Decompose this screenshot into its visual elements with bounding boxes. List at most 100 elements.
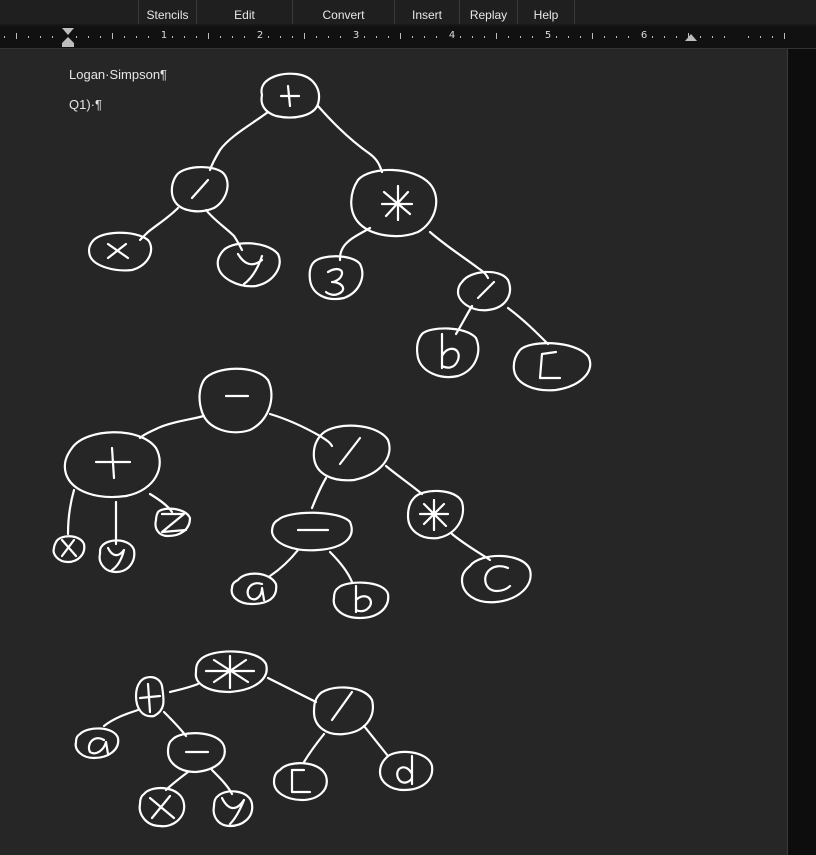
tree3-edge <box>164 770 190 792</box>
left-indent-marker[interactable] <box>62 43 74 47</box>
tree3-edge <box>102 708 140 728</box>
tree3-node-divide <box>312 686 374 736</box>
ruler-tick <box>616 36 617 38</box>
ruler-tick <box>724 36 725 38</box>
ruler-number-6: 6 <box>640 30 648 41</box>
divide-icon <box>338 436 362 466</box>
ruler-tick <box>232 36 233 38</box>
ruler-tick <box>52 36 53 38</box>
ruler-tick <box>580 36 581 38</box>
plus-icon <box>138 682 162 714</box>
menu-bar-border <box>0 24 816 26</box>
hanging-indent-marker[interactable] <box>62 37 74 43</box>
asterisk-icon <box>418 498 450 532</box>
author-line[interactable]: Logan·Simpson¶ <box>69 67 168 82</box>
tree1-edge <box>204 208 244 252</box>
first-line-indent-marker[interactable] <box>62 28 74 35</box>
menu-insert[interactable]: Insert <box>394 0 459 24</box>
ruler-tick <box>664 36 665 38</box>
variable-x-glyph <box>106 242 130 260</box>
variable-x-glyph <box>60 538 78 558</box>
ruler-tick <box>280 36 281 38</box>
ruler-tick <box>220 36 221 38</box>
ruler-number-3: 3 <box>352 30 360 41</box>
tree3-node-x <box>138 786 186 828</box>
tree3-node-multiply <box>194 650 268 694</box>
document-page[interactable]: Logan·Simpson¶ Q1)·¶ <box>0 49 787 855</box>
tree3-node-a <box>74 727 120 760</box>
tree3-node-minus <box>166 732 226 774</box>
variable-z-glyph <box>160 512 188 534</box>
variable-y-glyph <box>106 546 126 572</box>
ruler-tick <box>688 33 689 39</box>
ruler-tick <box>172 36 173 38</box>
ruler-number-4: 4 <box>448 30 456 41</box>
menu-help[interactable]: Help <box>517 0 575 24</box>
tree1-node-divide-2 <box>456 270 512 312</box>
ruler-tick <box>376 36 377 38</box>
variable-y-glyph <box>220 796 246 826</box>
ruler-tick <box>484 36 485 38</box>
variable-a-glyph <box>246 582 266 602</box>
variable-c-glyph <box>484 565 512 593</box>
tree2-edge <box>328 550 354 584</box>
tree2-edge <box>66 488 76 536</box>
tree2-edge <box>138 414 206 440</box>
plus-icon <box>279 84 301 108</box>
divide-icon <box>190 178 210 200</box>
ruler-ticks <box>4 33 785 39</box>
divide-icon <box>476 280 496 300</box>
ruler-tick <box>472 36 473 38</box>
ruler-number-2: 2 <box>256 30 264 41</box>
ruler-tick <box>136 36 137 38</box>
tree2-edge <box>148 492 174 514</box>
tree3-edge <box>168 682 200 694</box>
tree1-node-three <box>308 255 364 301</box>
tree2-node-a <box>230 572 278 606</box>
question-line[interactable]: Q1)·¶ <box>69 97 102 112</box>
tree1-edge <box>428 230 490 280</box>
ruler-tick <box>124 36 125 38</box>
ruler-tick <box>16 33 17 39</box>
ruler-tick <box>592 33 593 39</box>
menu-convert[interactable]: Convert <box>292 0 394 24</box>
handwritten-ink-canvas[interactable] <box>0 49 787 855</box>
tree2-node-divide <box>312 424 391 482</box>
divide-icon <box>330 690 354 722</box>
right-indent-marker[interactable] <box>685 34 697 41</box>
expression-tree-3 <box>74 650 434 828</box>
ruler-tick <box>712 36 713 38</box>
tree2-node-multiply <box>406 489 465 540</box>
tree1-edge <box>138 206 180 242</box>
ruler-tick <box>112 33 113 39</box>
ruler-tick <box>340 36 341 38</box>
ruler-number-1: 1 <box>160 30 168 41</box>
menu-edit[interactable]: Edit <box>196 0 292 24</box>
ruler-tick <box>268 36 269 38</box>
ruler-tick <box>304 33 305 39</box>
tree3-edge <box>362 724 390 758</box>
tree2-edge <box>268 412 334 448</box>
ruler-tick <box>532 36 533 38</box>
tree1-edge <box>208 110 270 172</box>
tree2-node-minus-2 <box>270 511 353 552</box>
ruler-tick <box>628 36 629 38</box>
menu-replay[interactable]: Replay <box>459 0 517 24</box>
tree2-node-plus <box>63 431 161 499</box>
ruler-tick <box>784 33 785 39</box>
vertical-scrollbar[interactable] <box>787 49 816 855</box>
menu-stencils[interactable]: Stencils <box>138 0 196 24</box>
variable-x-glyph <box>148 794 176 820</box>
tree3-node-y <box>212 790 254 828</box>
ruler-tick <box>388 36 389 38</box>
horizontal-ruler[interactable]: 1 2 3 4 5 6 <box>0 26 816 49</box>
ruler-tick <box>88 36 89 38</box>
ruler-tick <box>244 36 245 38</box>
tree3-node-c <box>272 762 328 802</box>
ruler-tick <box>760 36 761 38</box>
tree2-node-minus <box>198 367 273 434</box>
asterisk-icon <box>204 654 256 690</box>
menu-bar: Stencils Edit Convert Insert Replay Help <box>0 0 816 24</box>
ruler-tick <box>28 36 29 38</box>
